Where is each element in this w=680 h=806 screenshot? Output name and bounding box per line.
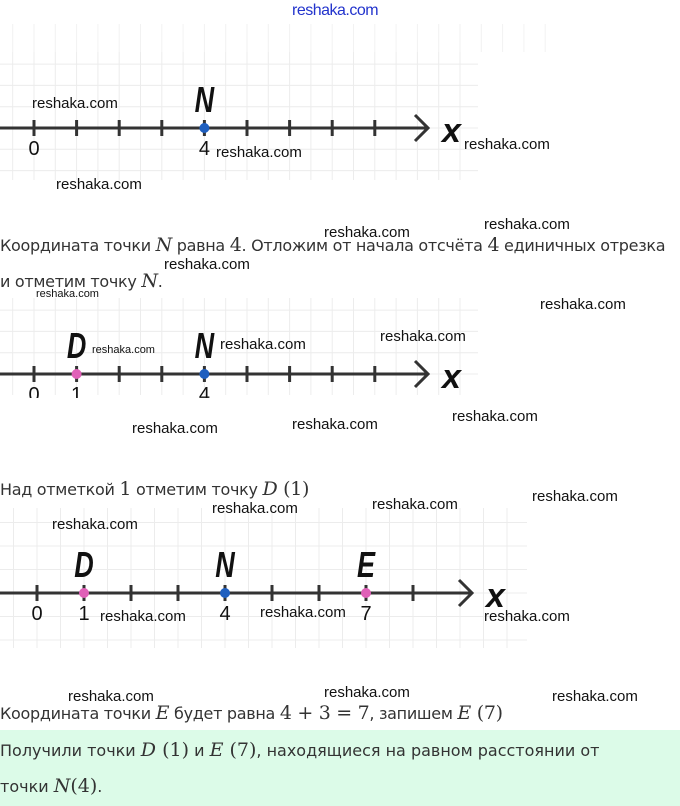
watermark: reshaka.com xyxy=(36,288,99,300)
point-label-e: E xyxy=(357,544,376,585)
text: . xyxy=(157,272,163,291)
math-e-value: (7) xyxy=(223,739,257,761)
watermark: reshaka.com xyxy=(92,344,155,356)
point-d xyxy=(71,369,82,379)
math-n: N xyxy=(155,234,173,256)
axis-label: x xyxy=(484,577,507,615)
point-d xyxy=(79,588,89,598)
text: точки xyxy=(0,777,54,796)
axis-label: x xyxy=(440,112,463,150)
tick-label: 1 xyxy=(78,603,89,625)
math-d-value: (1) xyxy=(156,739,189,761)
watermark: reshaka.com xyxy=(220,336,306,353)
answer-line-1: Получили точки D (1) и E (7), находящиес… xyxy=(0,739,599,761)
point-n xyxy=(199,123,210,133)
watermark: reshaka.com xyxy=(540,296,626,313)
tick-label: 4 xyxy=(199,384,210,398)
math-1: 1 xyxy=(119,478,132,500)
answer-line-2: точки N(4). xyxy=(0,775,102,797)
math-e: E xyxy=(155,702,170,724)
watermark: reshaka.com xyxy=(52,516,138,533)
watermark: reshaka.com xyxy=(260,604,346,621)
number-line-figure-1: x 0 4 N xyxy=(0,24,546,180)
watermark: reshaka.com xyxy=(324,684,410,701)
paragraph-2: Над отметкой 1 отметим точку D (1) xyxy=(0,478,309,500)
axis-arrow-icon xyxy=(413,359,431,389)
text: , запишем xyxy=(369,704,458,723)
paragraph-1: Координата точки N равна 4. Отложим от н… xyxy=(0,234,666,256)
point-n xyxy=(220,588,230,598)
tick-label: 0 xyxy=(28,138,39,160)
math-e: E xyxy=(457,702,471,724)
number-line-figure-2: x 0 1 4 D N xyxy=(0,298,478,398)
paragraph-3: Координата точки E будет равна 4 + 3 = 7… xyxy=(0,702,503,724)
point-label-n: N xyxy=(195,79,215,120)
math-4: 4 xyxy=(487,234,500,256)
watermark: reshaka.com xyxy=(68,688,154,705)
text: отметим точку xyxy=(131,480,263,499)
text: и отметим точку xyxy=(0,272,142,291)
watermark: reshaka.com xyxy=(100,608,186,625)
watermark: reshaka.com xyxy=(552,688,638,705)
tick-label: 7 xyxy=(360,603,371,625)
watermark: reshaka.com xyxy=(484,216,570,233)
text: будет равна xyxy=(169,704,280,723)
tick-label: 0 xyxy=(28,384,39,398)
point-e xyxy=(361,588,371,598)
math-n-value: (4) xyxy=(70,775,98,797)
watermark: reshaka.com xyxy=(324,224,410,241)
tick-label: 1 xyxy=(71,384,82,398)
point-n xyxy=(199,369,210,379)
math-e-value: (7) xyxy=(470,702,503,724)
watermark: reshaka.com xyxy=(292,416,378,433)
text: Получили точки xyxy=(0,741,141,760)
point-label-n: N xyxy=(195,325,215,366)
math-e: E xyxy=(209,739,224,761)
text: единичных отрезка xyxy=(499,236,666,255)
watermark: reshaka.com xyxy=(32,95,118,112)
watermark: reshaka.com xyxy=(452,408,538,425)
math-equation: 4 + 3 = 7 xyxy=(279,702,370,724)
tick-label: 4 xyxy=(219,603,230,625)
axis-arrow-icon xyxy=(457,578,475,608)
math-n: N xyxy=(141,270,158,292)
point-label-d: D xyxy=(74,544,94,585)
watermark: reshaka.com xyxy=(132,420,218,437)
text: . Отложим от начала отсчёта xyxy=(241,236,488,255)
watermark: reshaka.com xyxy=(484,608,570,625)
math-d: D xyxy=(262,478,278,500)
text: равна xyxy=(171,236,230,255)
text: Над отметкой xyxy=(0,480,120,499)
paragraph-1-cont: и отметим точку N. xyxy=(0,270,163,292)
math-d: D xyxy=(140,739,157,761)
axis-arrow-icon xyxy=(413,113,431,143)
watermark: reshaka.com xyxy=(216,144,302,161)
text: Координата точки xyxy=(0,236,156,255)
math-d-value: (1) xyxy=(277,478,310,500)
watermark: reshaka.com xyxy=(164,256,250,273)
point-label-d: D xyxy=(67,325,87,366)
text: Координата точки xyxy=(0,704,156,723)
tick-label: 0 xyxy=(31,603,42,625)
watermark: reshaka.com xyxy=(372,496,458,513)
watermark: reshaka.com xyxy=(532,488,618,505)
text: . xyxy=(97,777,103,796)
text: и xyxy=(188,741,210,760)
answer-box: Получили точки D (1) и E (7), находящиес… xyxy=(0,730,680,806)
watermark: reshaka.com xyxy=(56,176,142,193)
watermark: reshaka.com xyxy=(380,328,466,345)
watermark: reshaka.com xyxy=(212,500,298,517)
math-n: N xyxy=(53,775,71,797)
tick-label: 4 xyxy=(199,138,210,160)
watermark: reshaka.com xyxy=(464,136,550,153)
axis-label: x xyxy=(440,358,463,396)
number-line-figure-3: x 0 1 4 7 D N E xyxy=(0,508,527,648)
math-4: 4 xyxy=(229,234,242,256)
point-label-n: N xyxy=(215,544,235,585)
site-watermark-top[interactable]: reshaka.com xyxy=(292,2,379,19)
text: , находящиеся на равном расстоянии от xyxy=(256,741,600,760)
